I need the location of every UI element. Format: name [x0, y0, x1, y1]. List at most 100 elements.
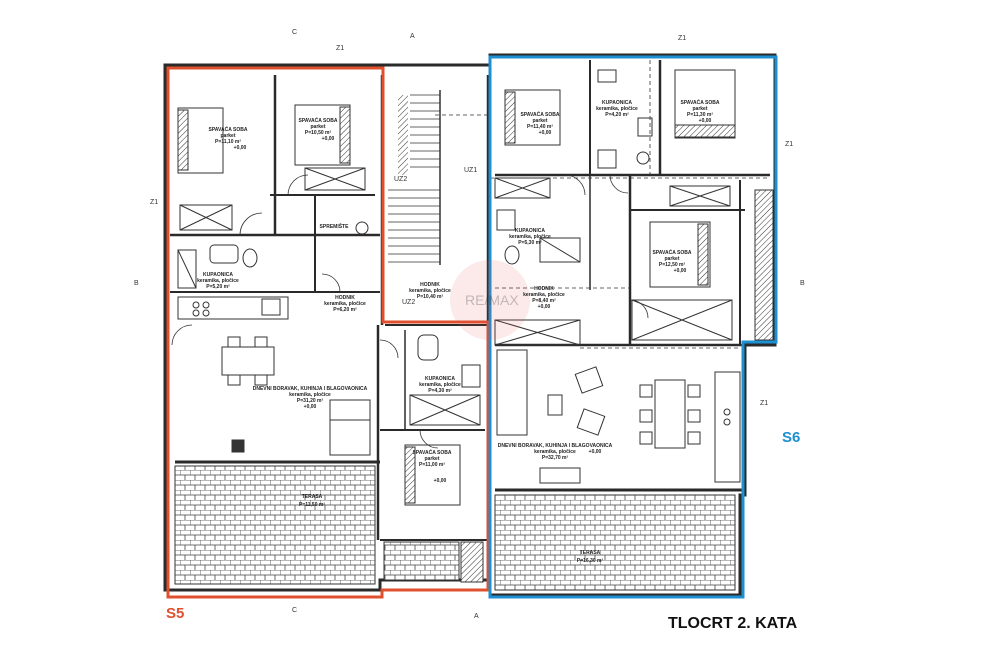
svg-text:P=11,10 m²: P=11,10 m²	[215, 139, 241, 145]
room-s5-bath: KUPAONICA keramika, pločice P=5,20 m²	[197, 272, 239, 290]
room-mid-bed: SPAVAĆA SOBA parket P=11,00 m² +0,00	[413, 448, 452, 484]
svg-text:KUPAONICA: KUPAONICA	[515, 228, 545, 234]
axis-uz2-a: UZ2	[394, 176, 407, 183]
room-s5-living: DNEVNI BORAVAK, KUHINJA I BLAGOVAONICA k…	[253, 386, 368, 410]
svg-text:P=11,00 m²: P=11,00 m²	[419, 462, 445, 468]
svg-text:+0,00: +0,00	[539, 130, 552, 136]
s5-unit-outline	[166, 66, 490, 599]
room-s5-bed1: SPAVAĆA SOBA parket P=11,10 m² +0,00	[209, 125, 248, 151]
axis-z1-b: Z1	[678, 35, 686, 42]
svg-text:P=5,20 m²: P=5,20 m²	[206, 284, 230, 290]
svg-text:P=12,50 m²: P=12,50 m²	[659, 262, 686, 268]
svg-text:HODNIK: HODNIK	[335, 295, 355, 301]
axis-uz1: UZ1	[464, 167, 477, 174]
svg-text:P=11,50 m²: P=11,50 m²	[299, 502, 325, 508]
room-s6-bed2: SPAVAĆA SOBA parket P=11,30 m² +0,00	[681, 98, 720, 124]
plan-title: TLOCRT 2. KATA	[668, 615, 798, 632]
unit-label-s6: S6	[782, 429, 800, 446]
svg-text:keramika, pločice: keramika, pločice	[534, 449, 576, 455]
svg-text:keramika, pločice: keramika, pločice	[289, 392, 331, 398]
room-s6-bed1: SPAVAĆA SOBA parket P=11,40 m² +0,00	[521, 110, 560, 136]
axis-z1-d: Z1	[785, 141, 793, 148]
svg-text:keramika, pločice: keramika, pločice	[409, 288, 451, 294]
room-s5-bed2: SPAVAĆA SOBA parket P=10,50 m² +0,00	[299, 116, 338, 142]
svg-text:P=6,20 m²: P=6,20 m²	[333, 307, 357, 313]
svg-text:parket: parket	[664, 256, 679, 262]
svg-text:SPAVAĆA SOBA: SPAVAĆA SOBA	[413, 448, 452, 456]
axis-a-top: A	[410, 33, 415, 40]
svg-text:TERASA: TERASA	[580, 550, 601, 556]
furniture	[177, 69, 741, 506]
room-s6-terrace: TERASA P=16,30 m²	[577, 550, 604, 564]
axis-z1-a: Z1	[336, 45, 344, 52]
svg-text:SPAVAĆA SOBA: SPAVAĆA SOBA	[299, 116, 338, 124]
svg-text:P=11,40 m²: P=11,40 m²	[527, 124, 553, 130]
svg-text:SPAVAĆA SOBA: SPAVAĆA SOBA	[653, 248, 692, 256]
room-s6-living: DNEVNI BORAVAK, KUHINJA I BLAGOVAONICA k…	[498, 443, 613, 461]
s5-terrace-tiles	[174, 465, 376, 585]
svg-text:P=8,40 m²: P=8,40 m²	[532, 298, 556, 304]
svg-text:P=16,30 m²: P=16,30 m²	[577, 558, 604, 564]
watermark-text: RE/MAX	[465, 292, 519, 308]
svg-text:+0,00: +0,00	[699, 118, 712, 124]
svg-text:+0,00: +0,00	[674, 268, 687, 274]
svg-text:+0,00: +0,00	[538, 304, 551, 310]
room-labels: SPAVAĆA SOBA parket P=11,10 m² +0,00 SPA…	[197, 98, 720, 564]
svg-text:KUPAONICA: KUPAONICA	[602, 100, 632, 106]
svg-text:keramika, pločice: keramika, pločice	[596, 106, 638, 112]
svg-text:SPAVAĆA SOBA: SPAVAĆA SOBA	[209, 125, 248, 133]
svg-text:+0,00: +0,00	[589, 449, 602, 455]
room-s6-bed3: SPAVAĆA SOBA parket P=12,50 m² +0,00	[653, 248, 692, 274]
axis-c-top: C	[292, 29, 297, 36]
axis-a-bottom: A	[474, 613, 479, 620]
dashed-lines	[435, 60, 770, 349]
svg-text:P=4,30 m²: P=4,30 m²	[428, 388, 452, 394]
svg-text:+0,00: +0,00	[234, 145, 247, 151]
axis-z1-e: Z1	[760, 400, 768, 407]
planter-hatch	[460, 541, 484, 583]
svg-text:KUPAONICA: KUPAONICA	[203, 272, 233, 278]
watermark-logo	[450, 260, 530, 340]
svg-text:P=31,20 m²: P=31,20 m²	[297, 398, 324, 404]
svg-text:DNEVNI BORAVAK, KUHINJA I BLAG: DNEVNI BORAVAK, KUHINJA I BLAGOVAONICA	[498, 443, 613, 449]
svg-text:P=4,20 m²: P=4,20 m²	[605, 112, 629, 118]
svg-text:parket: parket	[424, 456, 439, 462]
room-s5-hall: HODNIK keramika, pločice P=6,20 m²	[324, 295, 366, 313]
room-s5-terrace: TERASA P=11,50 m²	[299, 494, 325, 508]
staircase	[388, 90, 441, 265]
svg-text:parket: parket	[692, 106, 707, 112]
room-stair-hall: HODNIK keramika, pločice P=10,40 m²	[409, 282, 451, 300]
axis-b-right: B	[800, 280, 805, 287]
svg-text:SPAVAĆA SOBA: SPAVAĆA SOBA	[681, 98, 720, 106]
svg-text:parket: parket	[310, 124, 325, 130]
svg-text:HODNIK: HODNIK	[534, 286, 554, 292]
svg-text:+0,00: +0,00	[322, 136, 335, 142]
svg-text:SPREMIŠTE: SPREMIŠTE	[320, 222, 350, 230]
svg-text:DNEVNI BORAVAK, KUHINJA I BLAG: DNEVNI BORAVAK, KUHINJA I BLAGOVAONICA	[253, 386, 368, 392]
room-s6-hall: HODNIK keramika, pločice P=8,40 m² +0,00	[523, 286, 565, 310]
svg-text:keramika, pločice: keramika, pločice	[324, 301, 366, 307]
svg-text:SPAVAĆA SOBA: SPAVAĆA SOBA	[521, 110, 560, 118]
room-s6-bath1: KUPAONICA keramika, pločice P=4,20 m²	[596, 100, 638, 118]
room-s6-bath2: KUPAONICA keramika, pločice P=5,30 m²	[509, 228, 551, 246]
svg-text:+0,00: +0,00	[434, 478, 447, 484]
svg-text:P=5,30 m²: P=5,30 m²	[518, 240, 542, 246]
svg-text:P=10,50 m²: P=10,50 m²	[305, 130, 332, 136]
svg-text:+0,00: +0,00	[304, 404, 317, 410]
axis-b-left: B	[134, 280, 139, 287]
svg-text:keramika, pločice: keramika, pločice	[509, 234, 551, 240]
room-mid-bath: KUPAONICA keramika, pločice P=4,30 m²	[419, 376, 461, 394]
axis-z1-c: Z1	[150, 199, 158, 206]
svg-text:keramika, pločice: keramika, pločice	[523, 292, 565, 298]
mid-terrace-tiles	[383, 541, 460, 581]
s6-terrace-tiles	[494, 494, 736, 591]
walls	[163, 53, 777, 597]
svg-text:HODNIK: HODNIK	[420, 282, 440, 288]
svg-text:keramika, pločice: keramika, pločice	[197, 278, 239, 284]
svg-text:P=11,30 m²: P=11,30 m²	[687, 112, 713, 118]
svg-text:KUPAONICA: KUPAONICA	[425, 376, 455, 382]
unit-label-s5: S5	[166, 605, 184, 622]
svg-text:parket: parket	[532, 118, 547, 124]
axis-markers: C A C A B B Z1 Z1 Z1 Z1 Z1 UZ1 UZ2 UZ2	[134, 29, 805, 620]
